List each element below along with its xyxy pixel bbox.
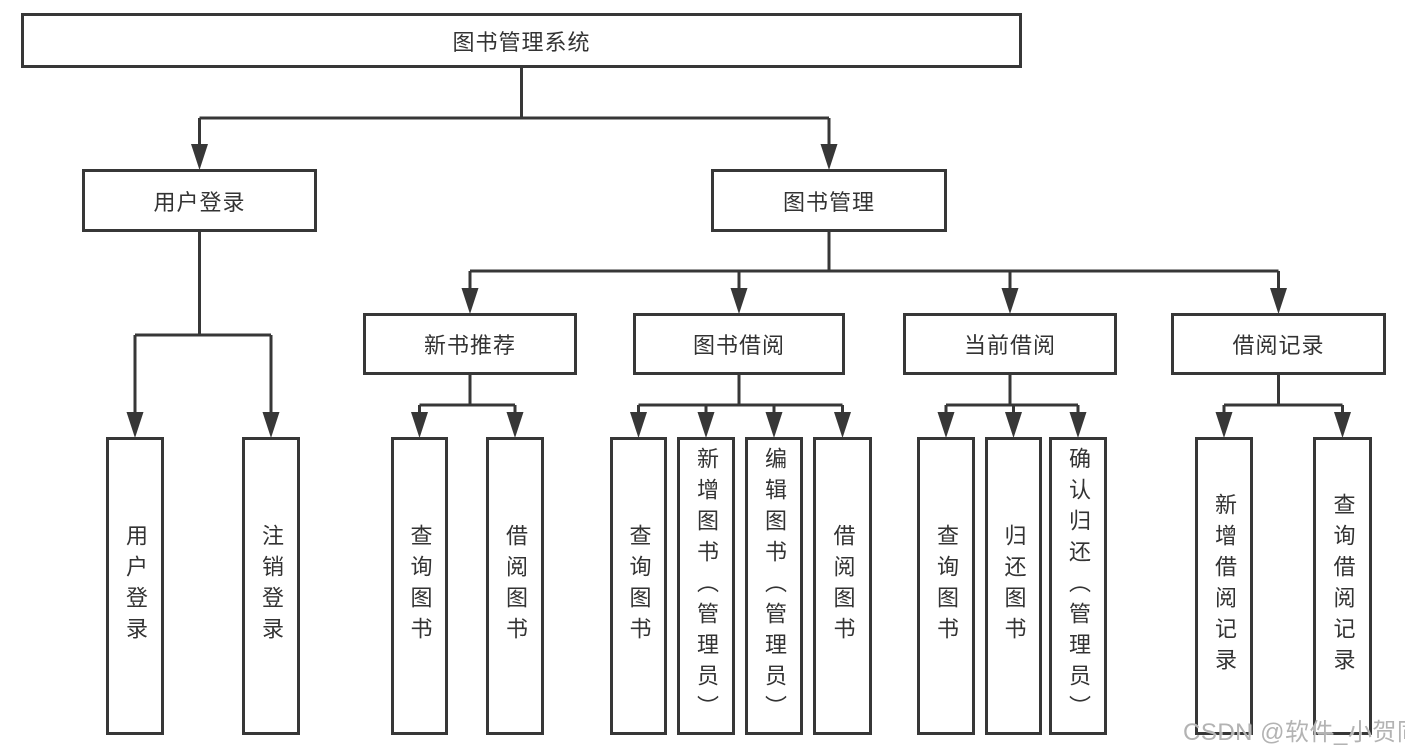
arrowhead-icon xyxy=(262,412,280,438)
arrowhead-icon xyxy=(937,412,955,438)
arrowhead-icon xyxy=(1270,288,1287,314)
node-leaf-logout: 注销登录 xyxy=(242,437,300,735)
node-root-system: 图书管理系统 xyxy=(21,13,1022,68)
arrowhead-icon xyxy=(126,412,144,438)
arrowhead-icon xyxy=(630,412,647,438)
connector-lines xyxy=(133,66,1344,418)
node-leaf-confirm-return-admin: 确认归还（管理员） xyxy=(1049,437,1107,735)
arrowhead-icon xyxy=(765,412,783,438)
arrowhead-icon xyxy=(461,288,479,314)
node-leaf-query-borrow-record: 查询借阅记录 xyxy=(1313,437,1372,735)
node-leaf-borrow-books-b: 借阅图书 xyxy=(813,437,872,735)
node-leaf-add-books-admin: 新增图书（管理员） xyxy=(677,437,735,735)
arrowhead-icon xyxy=(191,144,208,170)
node-user-login: 用户登录 xyxy=(82,169,317,232)
arrowhead-icon xyxy=(1069,412,1087,438)
arrowhead-icon xyxy=(411,412,428,438)
node-borrowing-records: 借阅记录 xyxy=(1171,313,1386,375)
node-leaf-query-books-a: 查询图书 xyxy=(391,437,448,735)
arrowhead-icon xyxy=(820,144,838,170)
arrowhead-icon xyxy=(1334,412,1351,438)
node-leaf-add-borrow-record: 新增借阅记录 xyxy=(1195,437,1253,735)
arrowhead-icon xyxy=(730,288,748,314)
node-leaf-query-books-b: 查询图书 xyxy=(610,437,667,735)
node-leaf-query-books-c: 查询图书 xyxy=(917,437,975,735)
node-leaf-user-login: 用户登录 xyxy=(106,437,164,735)
arrowhead-icon xyxy=(1005,412,1022,438)
node-leaf-return-books: 归还图书 xyxy=(985,437,1042,735)
node-leaf-borrow-books-a: 借阅图书 xyxy=(486,437,544,735)
arrowhead-icon xyxy=(1001,288,1019,314)
csdn-watermark: CSDN @软件_小贺同学 xyxy=(1183,719,1405,746)
node-book-borrowing: 图书借阅 xyxy=(633,313,845,375)
node-current-borrowing: 当前借阅 xyxy=(903,313,1117,375)
node-leaf-edit-books-admin: 编辑图书（管理员） xyxy=(745,437,803,735)
arrowhead-icon xyxy=(697,412,715,438)
node-book-management: 图书管理 xyxy=(711,169,947,232)
arrowhead-icon xyxy=(1215,412,1233,438)
node-new-book-recommend: 新书推荐 xyxy=(363,313,577,375)
arrowhead-icon xyxy=(506,412,524,438)
arrowhead-icon xyxy=(834,412,851,438)
